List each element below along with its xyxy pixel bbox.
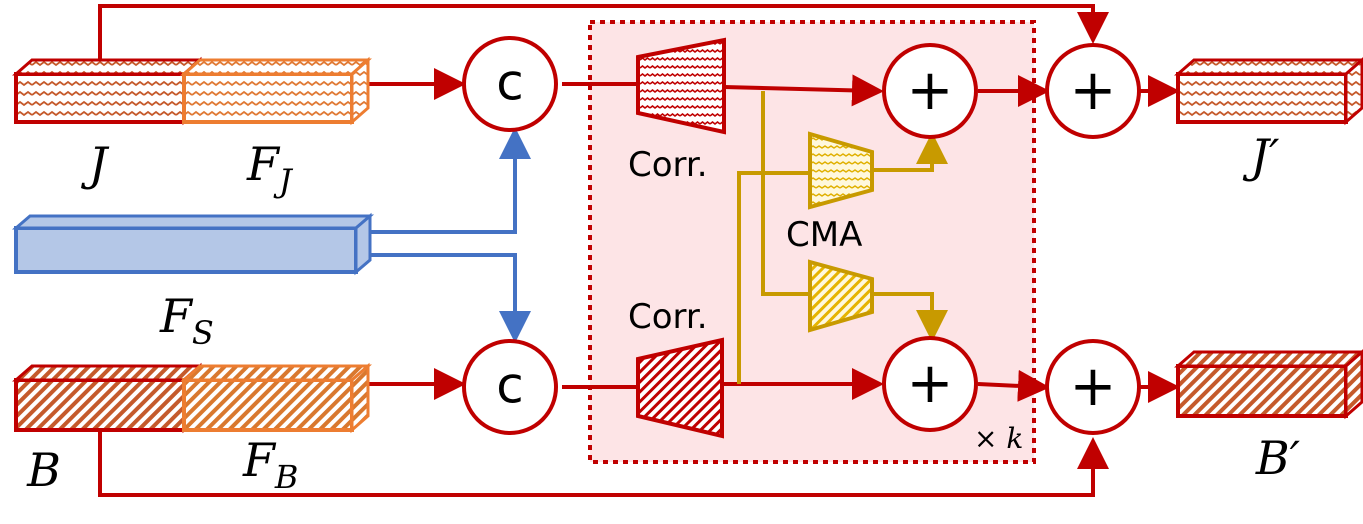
output-b-prime-block bbox=[1174, 349, 1363, 420]
arrow-add-inner-to-add-outer-bottom bbox=[977, 369, 1050, 402]
cma-wiring bbox=[737, 91, 948, 384]
label-fb-sub: B bbox=[274, 458, 299, 496]
feature-b-block bbox=[12, 362, 204, 434]
add-symbol-outer-top: + bbox=[1070, 58, 1117, 123]
output-j-prime-block bbox=[1174, 57, 1363, 126]
label-corr-bottom: Corr. bbox=[628, 297, 708, 337]
label-fs: FS bbox=[159, 289, 214, 352]
label-fb-main: F bbox=[242, 433, 277, 487]
label-corr-top: Corr. bbox=[628, 145, 708, 185]
feature-fs-block bbox=[11, 212, 375, 276]
cma-block-bottom bbox=[808, 259, 874, 333]
label-j-prime: J′ bbox=[1243, 129, 1280, 183]
label-fj-main: F bbox=[246, 137, 281, 191]
label-fs-main: F bbox=[159, 289, 194, 343]
add-operator-outer-bottom: + bbox=[1045, 339, 1141, 435]
add-symbol-inner-top: + bbox=[907, 58, 954, 123]
feature-j-block bbox=[12, 56, 204, 126]
feature-fb-block bbox=[180, 362, 372, 434]
arrow-corr-top-to-add bbox=[723, 74, 884, 107]
add-symbol-outer-bottom: + bbox=[1070, 354, 1117, 419]
skip-connection-top bbox=[98, 4, 1109, 66]
corr-block-bottom bbox=[636, 337, 724, 439]
label-fj-sub: J bbox=[273, 162, 294, 200]
arrow-fs-to-concat-bottom bbox=[370, 253, 531, 343]
add-operator-outer-top: + bbox=[1045, 43, 1141, 139]
concat-symbol-bottom: c bbox=[496, 357, 524, 415]
concat-operator-top: c bbox=[462, 36, 558, 132]
label-fj: FJ bbox=[246, 137, 294, 200]
label-fb: FB bbox=[242, 433, 298, 496]
add-symbol-inner-bottom: + bbox=[907, 351, 954, 416]
label-b-prime: B′ bbox=[1255, 431, 1301, 485]
add-operator-inner-bottom: + bbox=[882, 336, 978, 432]
corr-block-top bbox=[636, 37, 726, 135]
label-cma: CMA bbox=[786, 215, 862, 255]
add-operator-inner-top: + bbox=[882, 43, 978, 139]
concat-operator-bottom: c bbox=[462, 339, 558, 435]
cma-block-top bbox=[808, 131, 874, 210]
label-b: B bbox=[26, 443, 61, 497]
label-fs-sub: S bbox=[192, 314, 214, 352]
concat-symbol-top: c bbox=[496, 54, 524, 112]
feature-fj-block bbox=[180, 56, 372, 126]
arrow-fs-to-concat-top bbox=[370, 127, 531, 234]
skip-connection-bottom bbox=[98, 430, 1109, 497]
label-j: J bbox=[81, 137, 110, 191]
label-repeat-k: × k bbox=[974, 422, 1023, 455]
